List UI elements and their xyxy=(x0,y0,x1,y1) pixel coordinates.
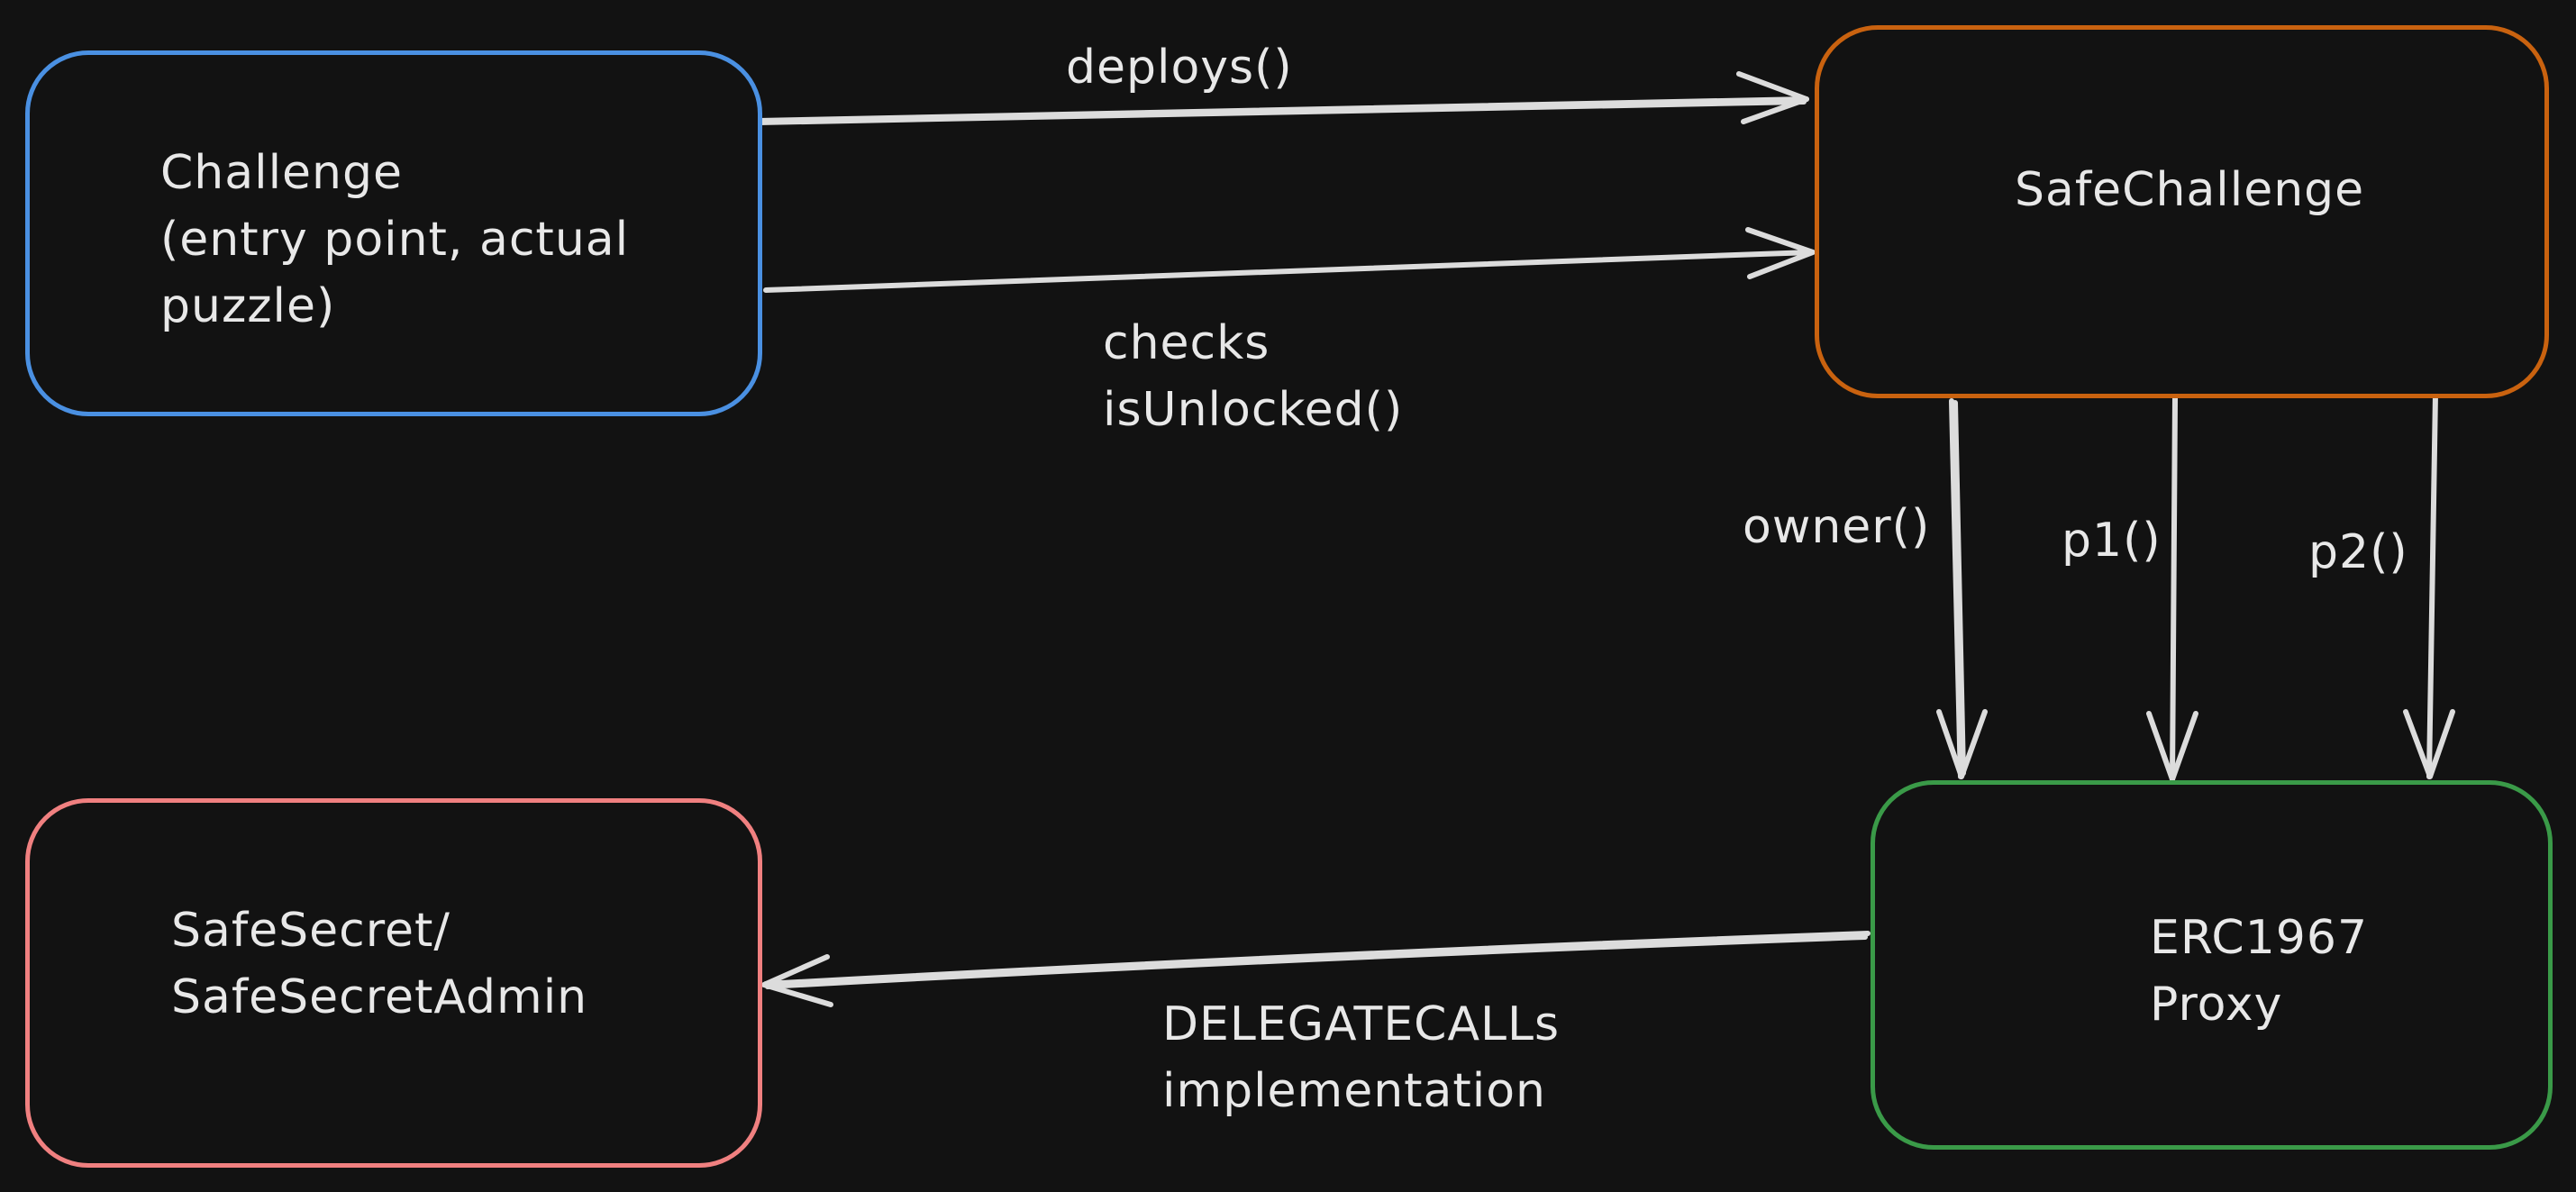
edge-checks-arrow xyxy=(763,227,1816,293)
edge-checks-label: checks isUnlocked() xyxy=(1103,316,1404,437)
edge-p1-arrow xyxy=(2146,396,2198,782)
edge-delegatecalls-label: DELEGATECALLs implementation xyxy=(1162,997,1561,1118)
edge-owner-arrow xyxy=(1936,398,1988,779)
node-label-line: (entry point, actual xyxy=(160,213,630,267)
node-label-line: Proxy xyxy=(2150,978,2283,1032)
edge-p1-label: p1() xyxy=(2062,514,2162,568)
edge-p2-arrow xyxy=(2403,391,2455,779)
safe-secret-node[interactable] xyxy=(25,798,762,1168)
edge-deploys-label: deploys() xyxy=(1066,41,1293,95)
erc1967-proxy-node[interactable] xyxy=(1871,780,2553,1150)
safe-secret-node-label: SafeSecret/SafeSecretAdmin xyxy=(171,897,587,1031)
edge-owner-label: owner() xyxy=(1743,500,1931,554)
node-label-line: puzzle) xyxy=(160,279,336,333)
edge-delegatecalls-arrow xyxy=(761,931,1871,1007)
node-label-line: SafeChallenge xyxy=(2015,163,2365,217)
safe-challenge-node[interactable] xyxy=(1815,25,2549,398)
challenge-node-label: Challenge (entry point, actual puzzle) xyxy=(160,140,629,340)
challenge-node[interactable] xyxy=(25,50,762,416)
node-label-line: SafeSecretAdmin xyxy=(171,970,588,1024)
edge-deploys-arrow xyxy=(756,71,1809,125)
node-label-line: Challenge xyxy=(160,146,403,200)
edge-p2-label: p2() xyxy=(2308,525,2408,579)
node-label-line: SafeSecret/ xyxy=(171,904,451,958)
node-label-line: ERC1967 xyxy=(2150,911,2369,965)
safe-challenge-node-label: SafeChallenge xyxy=(2015,157,2364,223)
